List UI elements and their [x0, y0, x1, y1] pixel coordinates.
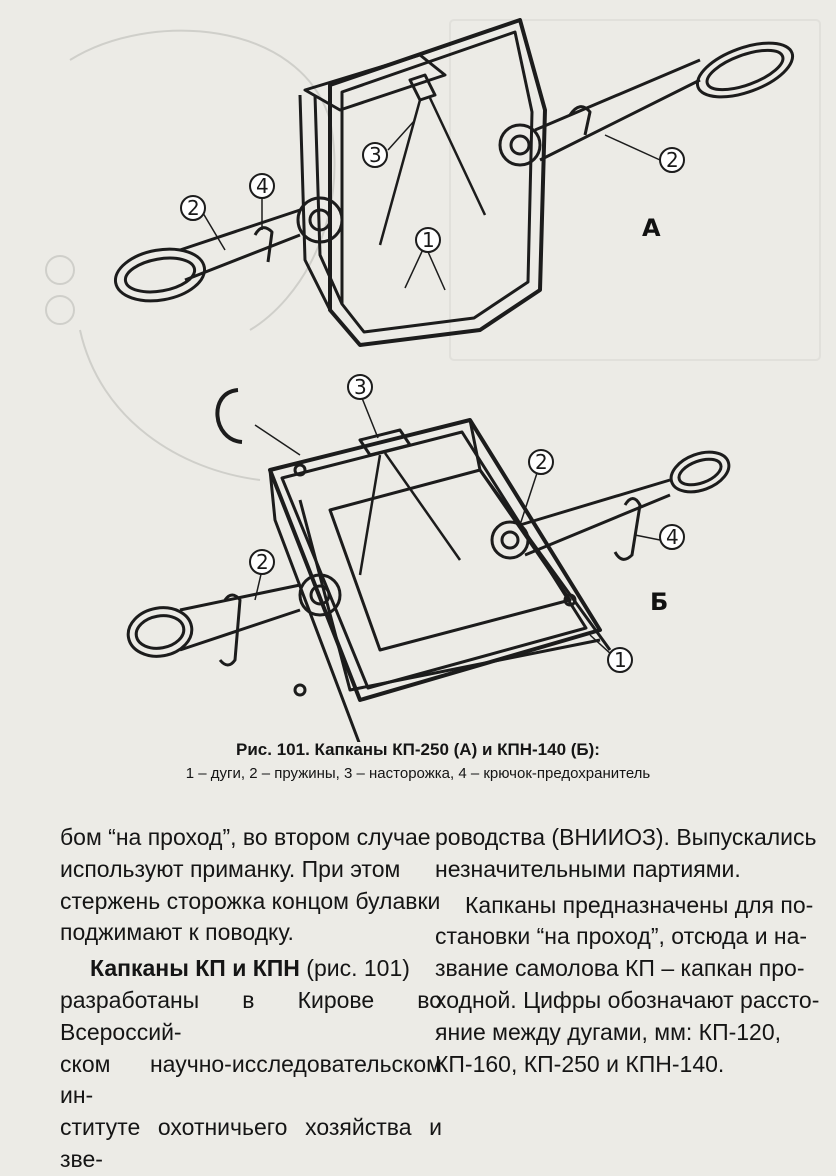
text-line: стержень сторожка концом булавки: [60, 887, 441, 914]
bold-heading: Капканы КП и КПН: [90, 955, 300, 982]
text-line: Капканы предназначены для по-: [465, 891, 814, 918]
text-line: ском научно-исследовательском ин-: [60, 1050, 442, 1109]
text-line: становки “на проход”, отсюда и на-: [435, 923, 808, 950]
text-line: роводства (ВНИИОЗ). Выпускались: [435, 824, 817, 850]
callouts-b: 3 2 4 1 2 Б: [249, 374, 685, 673]
label-b: Б: [650, 588, 668, 616]
figure-caption-title: Рис. 101. Капканы КП-250 (А) и КПН-140 (…: [236, 740, 600, 759]
svg-text:2: 2: [187, 196, 200, 220]
paragraph-start: Капканы КП и КПН (рис. 101): [60, 953, 442, 985]
leader-lines-b: [254, 397, 661, 656]
svg-text:2: 2: [256, 550, 269, 574]
text-line: бом “на проход”, во втором случае: [60, 824, 431, 850]
svg-text:2: 2: [535, 450, 548, 474]
text-line: ституте охотничьего хозяйства и зве-: [60, 1114, 442, 1172]
svg-text:4: 4: [666, 525, 679, 549]
figure-caption-legend: 1 – дуги, 2 – пружины, 3 – насторожка, 4…: [185, 765, 651, 782]
text-line: ходной. Цифры обозначают рассто-: [435, 986, 820, 1013]
callouts-a: 3 1 2 4 2 А: [180, 142, 685, 253]
leader-lines-a: [199, 119, 661, 291]
text-fragment: (рис. 101): [299, 955, 410, 982]
svg-text:2: 2: [666, 148, 679, 172]
text-line: незначительными партиями.: [435, 855, 741, 882]
bleed-through-background: [45, 19, 821, 481]
svg-text:3: 3: [369, 143, 382, 167]
text-line: разработаны в Кирове во Всероссий-: [60, 986, 442, 1045]
text-line: поджимают к поводку.: [60, 919, 294, 946]
trap-a-drawing: [113, 18, 795, 347]
right-text-column: роводства (ВНИИОЗ). Выпускались незначит…: [435, 822, 827, 1080]
text-line: звание самолова КП – капкан про-: [435, 955, 805, 982]
svg-text:3: 3: [354, 375, 367, 399]
text-line: яние между дугами, мм: КП-120,: [435, 1018, 782, 1045]
left-text-column: бом “на проход”, во втором случае исполь…: [60, 822, 442, 1176]
trap-illustration: 3 1 2 4 2 А: [45, 18, 821, 742]
svg-text:4: 4: [256, 174, 269, 198]
svg-text:1: 1: [614, 648, 627, 672]
svg-text:1: 1: [422, 228, 435, 252]
text-line: используют приманку. При этом: [60, 855, 401, 882]
label-a: А: [642, 214, 661, 242]
text-line: КП-160, КП-250 и КПН-140.: [435, 1050, 725, 1077]
trap-b-drawing: [126, 388, 731, 742]
